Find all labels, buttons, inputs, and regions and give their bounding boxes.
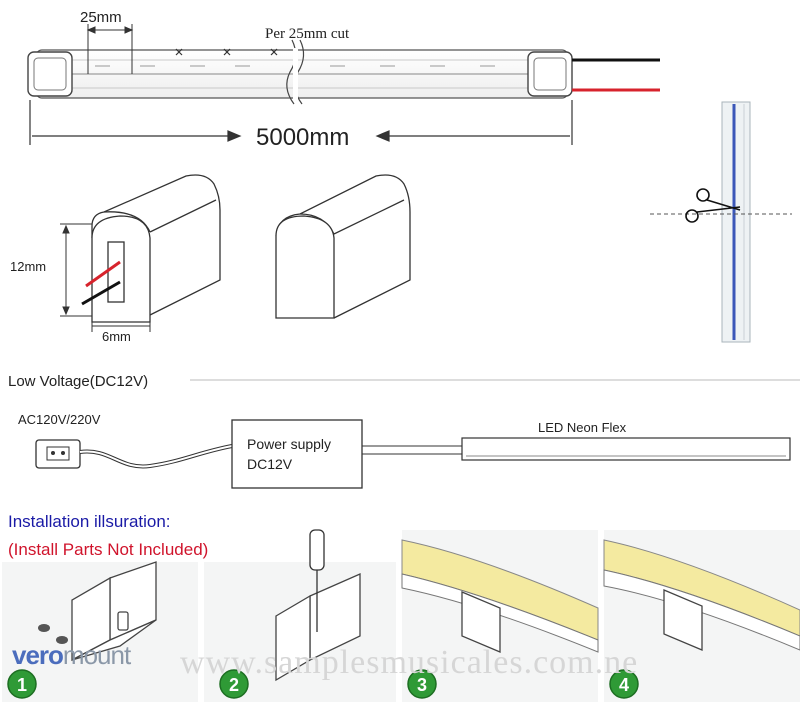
strip-end-cap-left xyxy=(27,51,73,97)
screwdriver-icon xyxy=(309,529,325,632)
installation-title: Installation illsuration: xyxy=(8,512,171,531)
wiring-title: Low Voltage(DC12V) xyxy=(8,373,148,390)
neon-strip-drawing: 25mm Per 25mm cut 5000mm xyxy=(27,9,660,151)
neon-flex-bar xyxy=(461,437,791,461)
svg-text:2: 2 xyxy=(229,675,239,695)
cut-label: Per 25mm cut xyxy=(265,26,350,42)
svg-text:3: 3 xyxy=(417,675,427,695)
svg-text:1: 1 xyxy=(17,675,27,695)
profile-cross-section xyxy=(91,174,221,323)
power-supply-line2: DC12V xyxy=(247,456,293,472)
end-cap-3d xyxy=(275,174,411,319)
power-supply-box xyxy=(231,419,363,489)
profile-width-dimension xyxy=(91,322,151,332)
segment-label: 25mm xyxy=(80,9,122,26)
plug-icon xyxy=(35,439,81,469)
logo-part2: mount xyxy=(62,640,131,670)
step-badge-4: 4 xyxy=(609,669,639,699)
scissors-icon xyxy=(685,188,741,223)
ac-label: AC120V/220V xyxy=(18,412,101,427)
profile-height-dimension xyxy=(60,223,92,317)
cut-marks xyxy=(175,48,278,56)
profile-slot xyxy=(107,241,125,303)
neon-label: LED Neon Flex xyxy=(538,420,627,435)
logo-part1: vero xyxy=(12,640,64,670)
step-badge-3: 3 xyxy=(407,669,437,699)
wiring-diagram: Low Voltage(DC12V) AC120V/220V Power sup… xyxy=(8,373,800,489)
veromount-logo: veromount xyxy=(12,640,131,671)
step-panel-4 xyxy=(603,530,800,702)
ac-cable xyxy=(79,444,233,469)
length-dimension xyxy=(29,100,573,145)
profile-wire-black xyxy=(81,280,121,306)
length-label: 5000mm xyxy=(256,124,349,151)
step-panel-3 xyxy=(401,530,599,702)
screw-icon xyxy=(38,624,68,644)
width-label: 6mm xyxy=(102,329,131,344)
cut-detail xyxy=(650,101,792,343)
cut-detail-strip xyxy=(721,101,751,343)
strip-end-cap-right xyxy=(527,51,573,97)
end-cap-front-face xyxy=(275,215,335,319)
step-badge-1: 1 xyxy=(7,669,37,699)
installation-subtitle: (Install Parts Not Included) xyxy=(8,540,209,559)
height-label: 12mm xyxy=(10,259,46,274)
svg-text:4: 4 xyxy=(619,675,629,695)
profile-wire-red xyxy=(85,260,121,288)
step-badge-2: 2 xyxy=(219,669,249,699)
power-supply-line1: Power supply xyxy=(247,436,331,452)
watermark: www.samplesmusicales.com.ne xyxy=(180,644,639,681)
segment-dimension xyxy=(86,24,134,74)
